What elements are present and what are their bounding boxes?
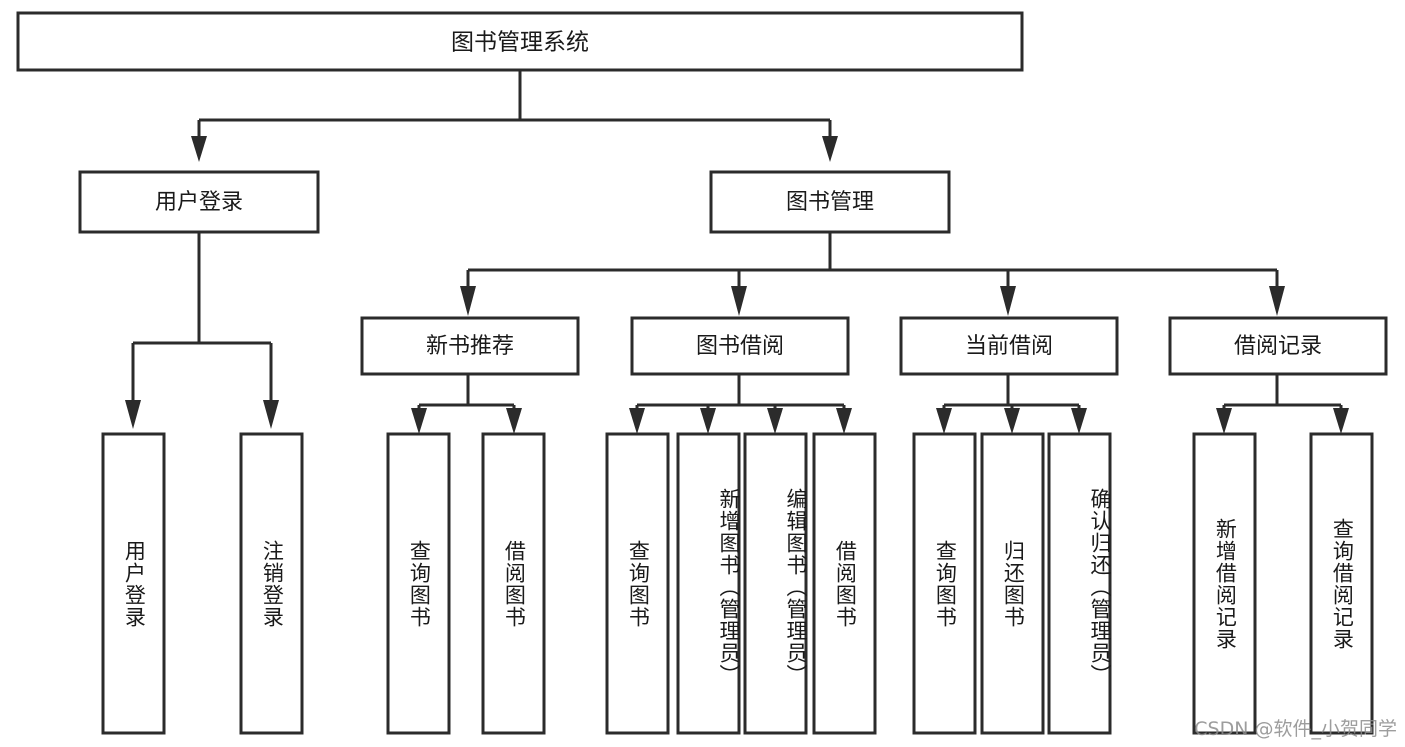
edge-group-book-borrow-to-leaves bbox=[629, 375, 852, 434]
node-root-box[interactable] bbox=[16, 11, 1024, 72]
edge-group-user-login-to-leaves bbox=[125, 232, 279, 429]
node-leaf-query-book-1-box[interactable] bbox=[386, 432, 451, 735]
node-borrow-record-box[interactable] bbox=[1168, 316, 1388, 376]
arrowhead-leaf-user-logout bbox=[263, 400, 279, 429]
node-user-login-label: 用户登录 bbox=[155, 190, 243, 215]
arrowhead-leaf-query-record bbox=[1333, 408, 1349, 434]
node-user-login-box[interactable] bbox=[78, 170, 320, 234]
node-new-book-recommend[interactable]: 新书推荐 bbox=[360, 316, 580, 376]
arrowhead-leaf-query-book-2 bbox=[629, 408, 645, 434]
arrowhead-new-book-recommend bbox=[460, 286, 476, 316]
node-leaf-edit-book-box[interactable] bbox=[743, 432, 808, 735]
node-leaf-borrow-book-1-box[interactable] bbox=[481, 432, 546, 735]
node-leaf-add-book-box[interactable] bbox=[676, 432, 741, 735]
node-borrow-record-label: 借阅记录 bbox=[1234, 334, 1322, 359]
node-book-borrow[interactable]: 图书借阅 bbox=[630, 316, 850, 376]
edge-group-current-borrow-to-leaves bbox=[936, 375, 1087, 434]
arrowhead-book-borrow bbox=[731, 286, 747, 316]
edge-group-borrow-record-to-leaves bbox=[1216, 375, 1349, 434]
node-leaf-user-login-box[interactable] bbox=[101, 432, 166, 735]
node-new-book-recommend-label: 新书推荐 bbox=[426, 334, 514, 359]
node-leaf-query-book-3-box[interactable] bbox=[912, 432, 977, 735]
node-leaf-confirm-return-box[interactable] bbox=[1047, 432, 1112, 735]
arrowhead-leaf-user-login bbox=[125, 400, 141, 429]
edge-group-new-book-recommend-to-leaves bbox=[411, 375, 522, 434]
node-new-book-recommend-box[interactable] bbox=[360, 316, 580, 376]
arrowhead-leaf-add-book bbox=[700, 408, 716, 434]
node-root-label: 图书管理系统 bbox=[451, 30, 589, 56]
node-book-borrow-label: 图书借阅 bbox=[696, 334, 784, 359]
node-borrow-record[interactable]: 借阅记录 bbox=[1168, 316, 1388, 376]
node-leaf-add-record-box[interactable] bbox=[1192, 432, 1257, 735]
arrowhead-leaf-return-book bbox=[1004, 408, 1020, 434]
arrowhead-leaf-query-book-1 bbox=[411, 408, 427, 434]
node-leaf-user-logout-box[interactable] bbox=[239, 432, 304, 735]
edge-group-book-manage-to-level3 bbox=[460, 232, 1285, 316]
node-root[interactable]: 图书管理系统 bbox=[16, 11, 1024, 72]
node-user-login[interactable]: 用户登录 bbox=[78, 170, 320, 234]
node-leaf-query-record-box[interactable] bbox=[1309, 432, 1374, 735]
node-book-borrow-box[interactable] bbox=[630, 316, 850, 376]
node-book-manage-label: 图书管理 bbox=[786, 190, 874, 215]
node-current-borrow[interactable]: 当前借阅 bbox=[899, 316, 1119, 376]
arrowhead-borrow-record bbox=[1269, 286, 1285, 316]
arrowhead-leaf-edit-book bbox=[767, 408, 783, 434]
arrowhead-leaf-confirm-return bbox=[1071, 408, 1087, 434]
arrowhead-book-manage bbox=[822, 136, 838, 162]
node-leaf-borrow-book-2-box[interactable] bbox=[812, 432, 877, 735]
arrowhead-user-login bbox=[191, 136, 207, 162]
arrowhead-current-borrow bbox=[1000, 286, 1016, 316]
node-book-manage-box[interactable] bbox=[709, 170, 951, 234]
arrowhead-leaf-query-book-3 bbox=[936, 408, 952, 434]
arrowhead-leaf-add-record bbox=[1216, 408, 1232, 434]
node-leaf-query-book-2-box[interactable] bbox=[605, 432, 670, 735]
csdn-watermark: CSDN @软件_小贺同学 bbox=[1194, 718, 1397, 740]
edge-group-root-to-level2 bbox=[191, 70, 838, 162]
arrowhead-leaf-borrow-book-1 bbox=[506, 408, 522, 434]
arrowhead-leaf-borrow-book-2 bbox=[836, 408, 852, 434]
node-current-borrow-label: 当前借阅 bbox=[965, 334, 1053, 359]
node-current-borrow-box[interactable] bbox=[899, 316, 1119, 376]
node-leaf-return-book-box[interactable] bbox=[980, 432, 1045, 735]
node-book-manage[interactable]: 图书管理 bbox=[709, 170, 951, 234]
